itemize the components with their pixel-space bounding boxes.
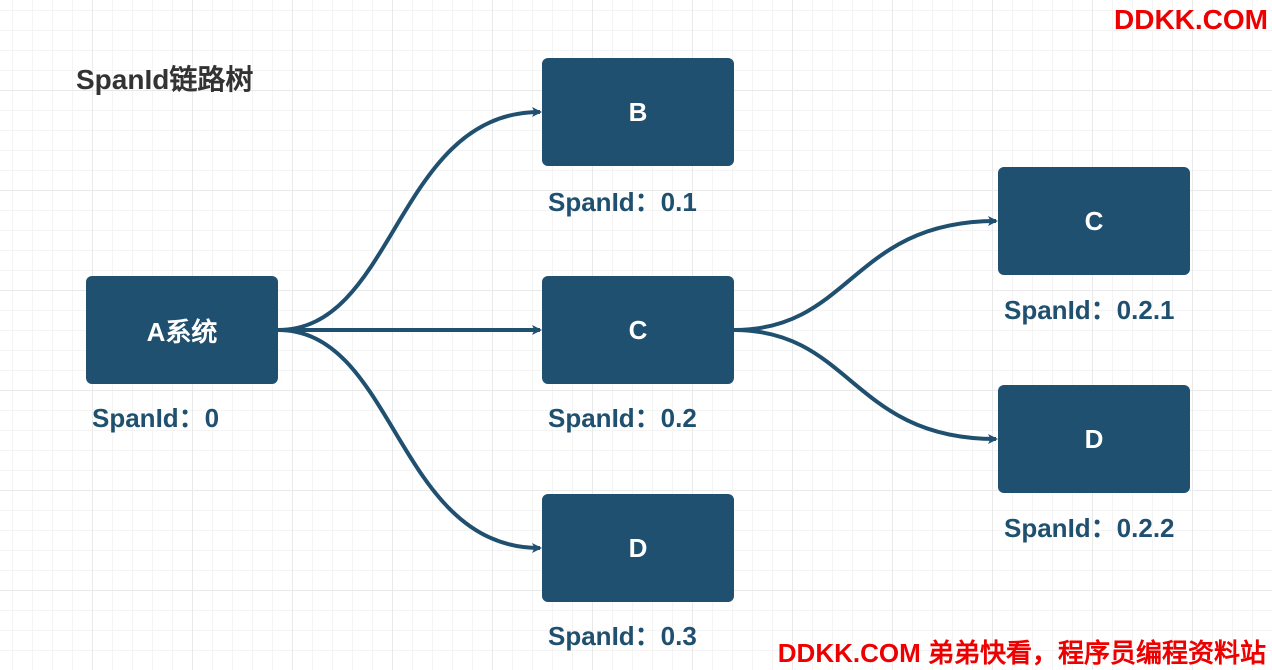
span-label-b: SpanId：0.1 xyxy=(548,187,697,217)
span-label-c-level1: SpanId：0.2 xyxy=(548,403,697,433)
watermark-top: DDKK.COM xyxy=(1114,4,1268,35)
node-d-level1[interactable]: D xyxy=(542,494,734,602)
span-label-a: SpanId：0 xyxy=(92,403,220,433)
edge-a-to-b xyxy=(277,107,542,332)
node-a-system[interactable]: A系统 xyxy=(86,276,278,384)
node-d-level2[interactable]: D xyxy=(998,385,1190,493)
node-c-level2[interactable]: C xyxy=(998,167,1190,275)
node-b[interactable]: B xyxy=(542,58,734,166)
diagram-title: SpanId链路树 xyxy=(76,64,254,95)
edge-a-to-d1 xyxy=(277,328,542,553)
node-c-level1[interactable]: C xyxy=(542,276,734,384)
edge-c1-to-d2 xyxy=(733,328,998,444)
watermark-bottom: DDKK.COM 弟弟快看，程序员编程资料站 xyxy=(777,638,1266,668)
span-label-d-level2: SpanId：0.2.2 xyxy=(1004,513,1175,543)
span-label-c-level2: SpanId：0.2.1 xyxy=(1004,295,1175,325)
span-label-d-level1: SpanId：0.3 xyxy=(548,621,697,651)
edge-c1-to-c2 xyxy=(733,216,998,332)
